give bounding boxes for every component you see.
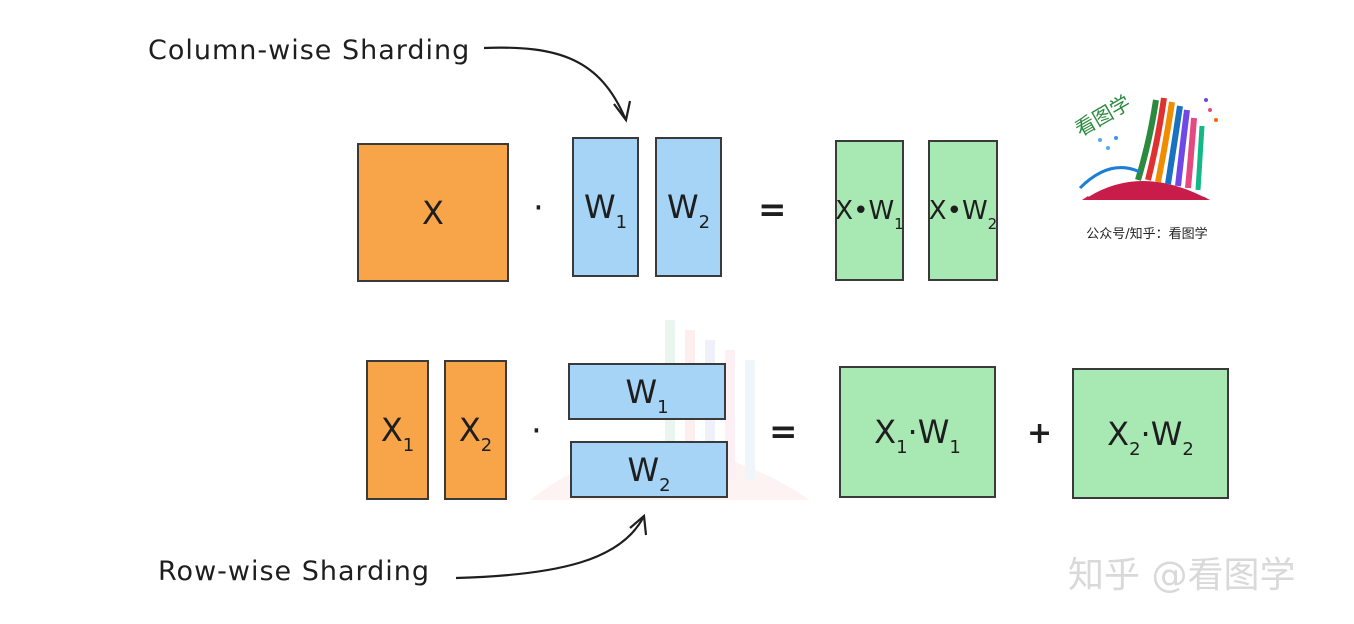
equals-operator-top: = — [758, 190, 787, 230]
result-x2-w2-label: X2·W2 — [1107, 414, 1194, 460]
matrix-w2-row: W2 — [570, 441, 728, 498]
column-wise-sharding-label: Column-wise Sharding — [148, 35, 471, 66]
matrix-w2-column: W2 — [655, 137, 722, 277]
matrix-w1-column: W1 — [572, 137, 639, 277]
w1-row-label: W1 — [625, 372, 669, 418]
matrix-x2-column: X2 — [444, 360, 507, 500]
matrix-w1-row: W1 — [568, 363, 726, 420]
equals-operator-bottom: = — [769, 412, 798, 452]
w2-label: W2 — [666, 188, 711, 233]
result-x1-w1-label: X1·W1 — [874, 413, 961, 458]
book-rainbow-logo-icon — [1078, 97, 1218, 200]
row-wise-sharding-label: Row-wise Sharding — [158, 556, 431, 587]
matrix-x: X — [357, 143, 509, 282]
zhihu-watermark: 知乎 @看图学 — [1068, 555, 1296, 596]
result-x-w1: X•W1 — [835, 140, 904, 281]
result-x1-w1: X1·W1 — [839, 366, 996, 498]
logo: 看图学 公众号/知乎：看图学 — [1060, 60, 1234, 246]
result-x2-w2: X2·W2 — [1072, 368, 1229, 499]
dot-operator-bottom: · — [531, 411, 542, 451]
result-x-w2-label: X•W2 — [928, 195, 998, 233]
plus-operator: + — [1027, 416, 1053, 451]
row-sharding-arrow — [455, 517, 644, 580]
w2-row-label: W2 — [627, 450, 671, 496]
dot-operator-top: · — [533, 188, 544, 228]
x2-label: X2 — [458, 411, 493, 456]
matrix-x-label: X — [422, 193, 444, 232]
w1-label: W1 — [583, 188, 628, 233]
matrix-x1-column: X1 — [366, 360, 429, 500]
result-x-w2: X•W2 — [928, 140, 998, 281]
x1-label: X1 — [380, 411, 415, 456]
logo-caption: 公众号/知乎：看图学 — [1086, 227, 1208, 242]
result-x-w1-label: X•W1 — [835, 195, 904, 233]
